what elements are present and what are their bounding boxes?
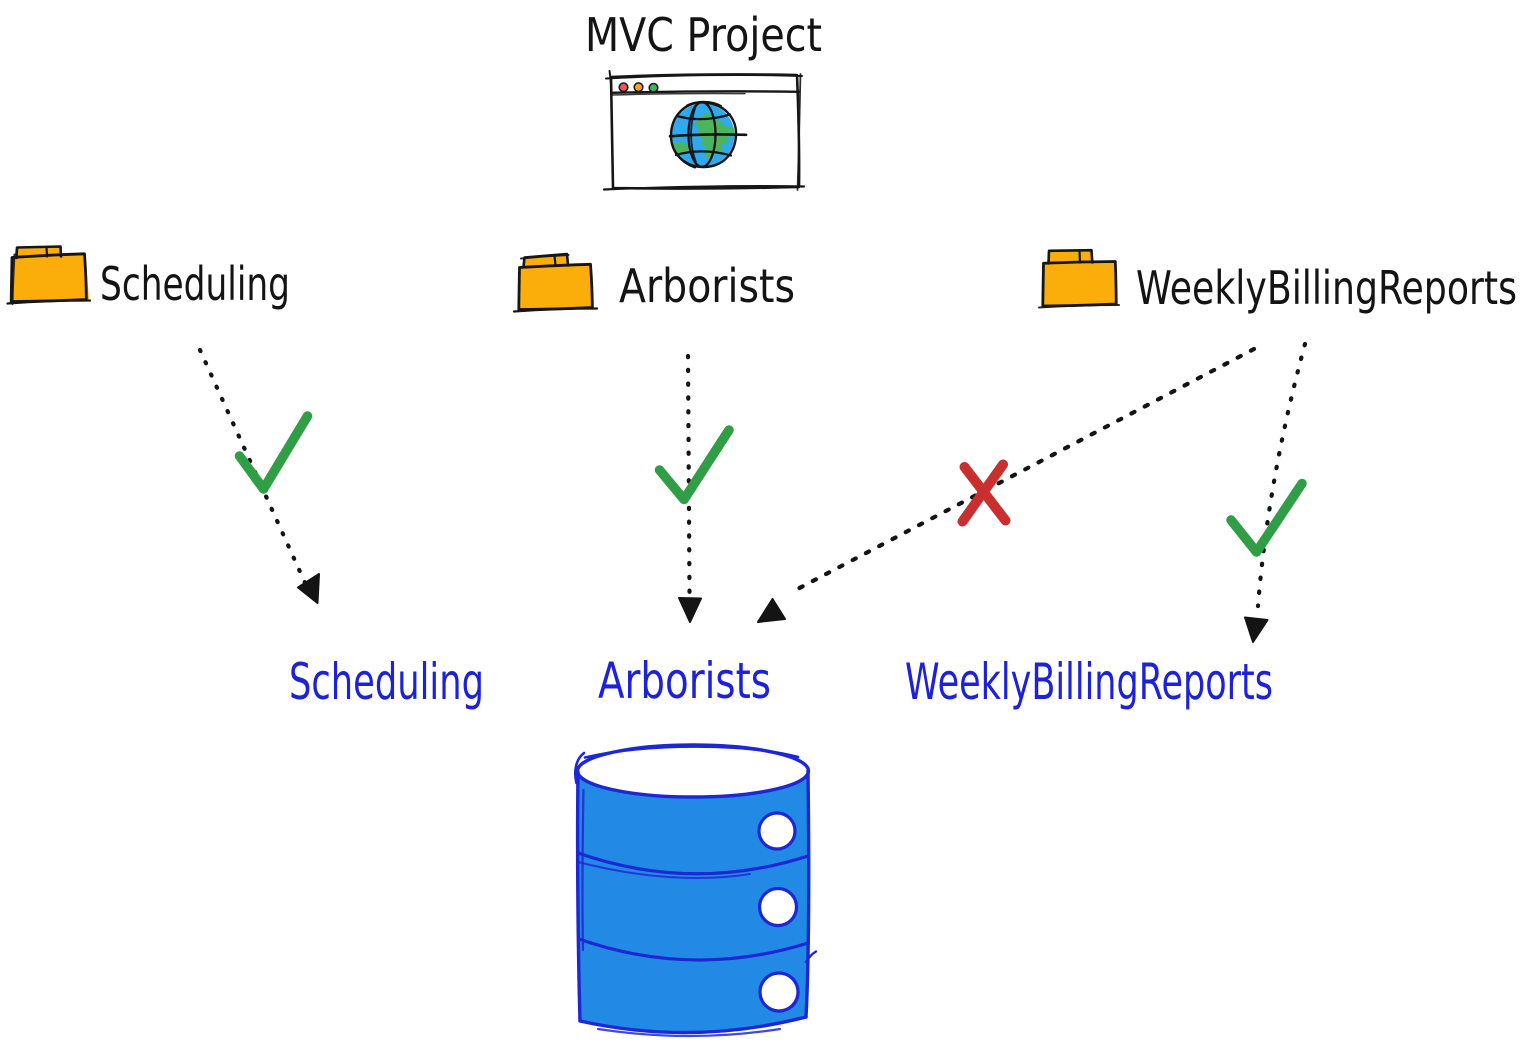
db-hole-1 — [757, 811, 797, 851]
folder-scheduling: Scheduling — [6, 245, 290, 311]
db-separator-2 — [577, 937, 810, 962]
db-bottom-arc — [578, 1015, 808, 1035]
arrows — [197, 341, 1308, 643]
folder-tab-overdraw — [520, 254, 570, 260]
folder-tab-divider — [553, 254, 557, 267]
folder-weeklybillingreports: WeeklyBillingReports — [1038, 248, 1517, 315]
mvc-project-node: MVC Project — [585, 8, 822, 191]
db-top-left-tail — [573, 751, 586, 785]
arrow-wbr-to-arborists-line — [787, 346, 1257, 596]
db-side-left — [575, 770, 582, 1023]
arrow-wbr-head — [1244, 616, 1269, 643]
folder-body-overdraw-bottom — [6, 299, 92, 305]
db-hole-2-overdraw — [759, 893, 768, 923]
db-table-labels: Scheduling Arborists WeeklyBillingReport… — [289, 652, 1273, 711]
globe-equator-line — [668, 133, 748, 138]
folder-tab-divider — [1078, 249, 1082, 264]
db-bottom-arc-overdraw — [596, 1027, 782, 1038]
folder-body-outline — [1041, 260, 1118, 308]
folder-fill — [1042, 250, 1117, 307]
globe-parallel-bottom — [674, 150, 733, 157]
db-top-ellipse-overdraw — [583, 745, 800, 759]
folder-tab-outline — [1047, 248, 1094, 265]
browser-titlebar-line — [610, 90, 801, 94]
arrow-scheduling-line — [197, 347, 309, 588]
database-icon — [573, 743, 818, 1038]
db-hole-3-overdraw — [790, 976, 800, 1009]
arrow-wbr-to-arborists-head — [757, 598, 786, 623]
browser-dot-red — [618, 82, 629, 93]
db-side-left-overdraw — [581, 788, 585, 952]
browser-frame-overdraw-bottom — [602, 185, 806, 191]
arrow-arborists-line — [685, 353, 692, 595]
browser-dot-yellow — [633, 82, 644, 93]
arrow-wbr-line — [1255, 341, 1308, 609]
arrow-scheduling-head — [297, 573, 320, 604]
mvc-project-title: MVC Project — [585, 8, 822, 62]
folder-icon-weeklybillingreports — [1038, 248, 1120, 309]
folder-fill — [10, 246, 89, 302]
db-side-right-tick — [804, 950, 818, 964]
folder-icon-arborists — [512, 252, 599, 313]
browser-window-icon — [602, 70, 806, 191]
folder-label-weeklybillingreports: WeeklyBillingReports — [1136, 261, 1517, 315]
check-arborists — [654, 425, 734, 505]
db-separator-1 — [576, 851, 810, 876]
db-label-scheduling: Scheduling — [289, 653, 484, 711]
browser-frame-overdraw-top — [605, 73, 803, 80]
cross-wbr-to-arborists-stroke2 — [957, 459, 1008, 527]
arrow-arborists-head — [678, 597, 702, 623]
globe-parallel-top — [675, 113, 732, 121]
folder-tab-outline — [15, 245, 63, 260]
browser-frame-overdraw-right — [796, 73, 802, 191]
db-label-weeklybillingreports: WeeklyBillingReports — [905, 653, 1273, 711]
db-label-arborists: Arborists — [598, 652, 771, 710]
folder-arborists: Arborists — [512, 252, 795, 313]
db-side-right — [804, 769, 811, 1019]
folder-body-overdraw-left — [11, 253, 16, 305]
db-separator-1-overdraw — [577, 861, 751, 879]
folder-label-arborists: Arborists — [619, 259, 795, 313]
db-body-fill — [577, 771, 809, 1033]
folder-body-overdraw-bottom — [1038, 304, 1120, 309]
check-scheduling — [234, 411, 313, 494]
status-marks — [234, 411, 1307, 557]
browser-dot-green — [648, 82, 659, 93]
globe-icon — [668, 100, 748, 169]
browser-titlebar-line-overdraw — [610, 92, 746, 96]
check-wbr — [1226, 478, 1307, 557]
folder-label-scheduling: Scheduling — [100, 257, 290, 311]
browser-frame-overdraw-left — [608, 70, 613, 94]
folder-fill — [518, 254, 594, 310]
folder-body-overdraw-bottom — [512, 307, 599, 313]
folder-icon-scheduling — [6, 245, 92, 305]
